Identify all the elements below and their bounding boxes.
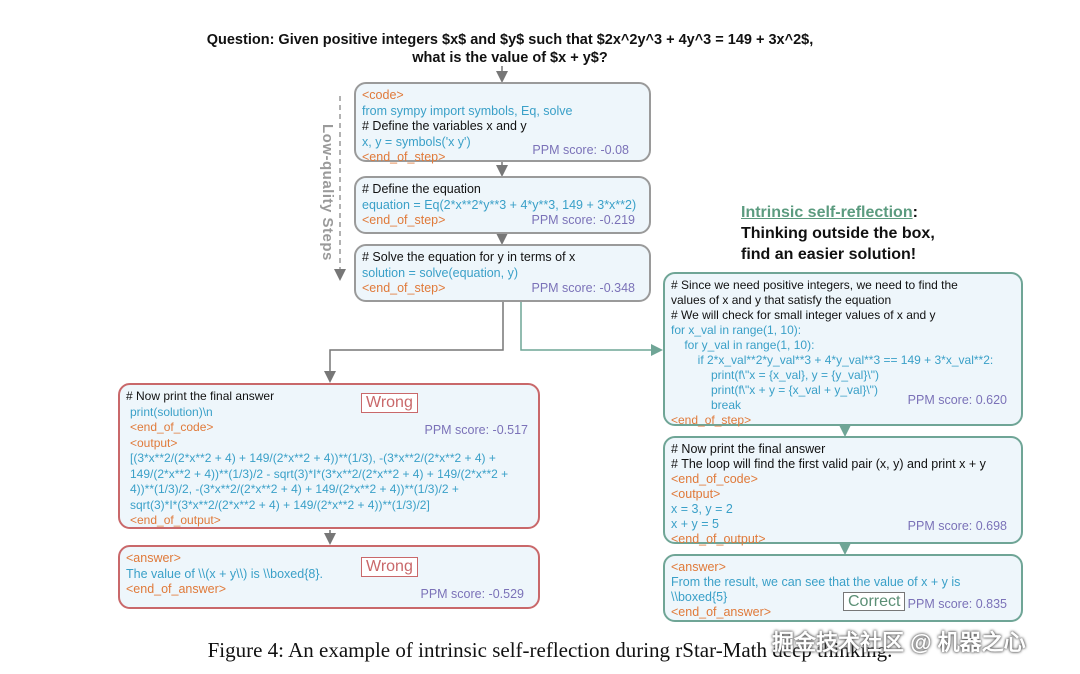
step-box-3: # Solve the equation for y in terms of x… — [354, 244, 651, 302]
step1-line: <end_of_step> — [362, 150, 446, 164]
wrong1-line: <output> — [130, 435, 178, 450]
ppm-score: PPM score: -0.517 — [424, 423, 528, 437]
reflect1-line: for x_val in range(1, 10): — [671, 323, 802, 337]
reflect2-line: # The loop will find the first valid pai… — [671, 457, 986, 471]
wrong1-line: # Now print the final answer — [126, 389, 275, 403]
figure-caption: Figure 4: An example of intrinsic self-r… — [207, 638, 893, 662]
reflect1-line: print(f\"x + y = {x_val + y_val}\") — [671, 383, 878, 397]
reflect3-line: \\boxed{5} — [671, 590, 728, 604]
reflect3-line: <end_of_answer> — [671, 605, 772, 619]
step-box-2: # Define the equation equation = Eq(2*x*… — [354, 176, 651, 234]
wrong2-line: <end_of_answer> — [126, 582, 227, 596]
wrong-badge: Wrong — [361, 557, 418, 577]
reflect2-line: <output> — [671, 487, 721, 501]
wrong2-line: The value of \\(x + y\\) is \\boxed{8}. — [126, 566, 323, 581]
reflect1-line: if 2*x_val**2*y_val**3 + 4*y_val**3 == 1… — [671, 353, 994, 367]
reflect3-line: <answer> — [671, 560, 726, 574]
ppm-score: PPM score: 0.835 — [907, 597, 1007, 611]
step3-line: # Solve the equation for y in terms of x — [362, 250, 576, 264]
wrong1-line: [(3*x**2/(2*x**2 + 4) + 149/(2*x**2 + 4)… — [130, 451, 496, 465]
reflect2-line: <end_of_code> — [671, 472, 758, 486]
question-line-1: Question: Given positive integers $x$ an… — [206, 32, 814, 48]
reflect3-line: From the result, we can see that the val… — [671, 575, 961, 589]
wrong1-line: 149/(2*x**2 + 4))**(1/3)/2 - sqrt(3)*I*(… — [130, 466, 509, 481]
reflect1-line: # We will check for small integer values… — [671, 308, 936, 322]
intrinsic-colon: : — [912, 204, 918, 221]
reflection-box-1: # Since we need positive integers, we ne… — [663, 272, 1023, 427]
watermark: 掘金技术社区 @ 机器之心 — [772, 630, 1026, 655]
step1-line: from sympy import symbols, Eq, solve — [362, 103, 573, 118]
ppm-score: PPM score: 0.698 — [907, 519, 1007, 533]
correct-badge: Correct — [843, 592, 906, 611]
reflection-box-2: # Now print the final answer # The loop … — [663, 436, 1023, 546]
low-quality-steps-label: Low-quality Steps — [319, 124, 336, 261]
question-line-2: what is the value of $x + y$? — [412, 50, 608, 66]
wrong1-line: 4))**(1/3)/2, -(3*x**2/(2*x**2 + 4) + 14… — [130, 482, 459, 496]
reflect2-line: x + y = 5 — [671, 517, 719, 531]
ppm-score: PPM score: 0.620 — [907, 393, 1007, 407]
arrow-step3-to-reflection — [520, 302, 663, 356]
intrinsic-title: Intrinsic self-reflection — [741, 204, 913, 221]
wrong1-line: print(solution)\n — [130, 404, 213, 419]
reflect1-line: <end_of_step> — [671, 413, 752, 427]
step1-line: # Define the variables x and y — [362, 119, 527, 133]
step2-line: <end_of_step> — [362, 213, 446, 227]
wrong1-line: <end_of_code> — [130, 420, 214, 434]
reflect1-line: values of x and y that satisfy the equat… — [671, 293, 892, 307]
ppm-score: PPM score: -0.08 — [532, 142, 629, 157]
reflection-box-3: <answer> From the result, we can see tha… — [663, 554, 1023, 622]
wrong1-line: <end_of_output> — [130, 513, 221, 527]
reflect1-line: # Since we need positive integers, we ne… — [671, 278, 958, 292]
intrinsic-line-3: find an easier solution! — [741, 246, 917, 263]
ppm-score: PPM score: -0.529 — [420, 586, 524, 601]
reflect2-line: <end_of_output> — [671, 532, 766, 546]
wrong2-line: <answer> — [126, 551, 181, 565]
wrong-box-2: <answer> The value of \\(x + y\\) is \\b… — [118, 545, 540, 609]
intrinsic-line-2: Thinking outside the box, — [741, 225, 935, 242]
step1-line: x, y = symbols('x y') — [362, 134, 471, 149]
arrow-step3-to-wrong — [324, 302, 504, 383]
step2-line: equation = Eq(2*x**2*y**3 + 4*y**3, 149 … — [362, 197, 637, 212]
question-text: Question: Given positive integers $x$ an… — [140, 31, 880, 67]
step3-line: <end_of_step> — [362, 281, 446, 295]
wrong1-line: sqrt(3)*I*(3*x**2/(2*x**2 + 4) + 149/(2*… — [130, 497, 430, 512]
reflect2-line: # Now print the final answer — [671, 442, 826, 456]
reflect1-line: break — [671, 398, 742, 412]
intrinsic-heading: Intrinsic self-reflection: Thinking outs… — [741, 202, 935, 265]
step1-line: <code> — [362, 88, 404, 102]
reflect1-line: for y_val in range(1, 10): — [671, 338, 815, 352]
reflect1-line: print(f\"x = {x_val}, y = {y_val}\") — [671, 368, 879, 382]
ppm-score: PPM score: -0.348 — [531, 280, 635, 295]
reflect2-line: x = 3, y = 2 — [671, 502, 733, 516]
wrong-badge: Wrong — [361, 393, 418, 413]
step2-line: # Define the equation — [362, 182, 481, 196]
step-box-1: <code> from sympy import symbols, Eq, so… — [354, 82, 651, 164]
wrong-box-1: # Now print the final answer print(solut… — [118, 383, 540, 529]
ppm-score: PPM score: -0.219 — [531, 212, 635, 227]
step3-line: solution = solve(equation, y) — [362, 265, 518, 280]
